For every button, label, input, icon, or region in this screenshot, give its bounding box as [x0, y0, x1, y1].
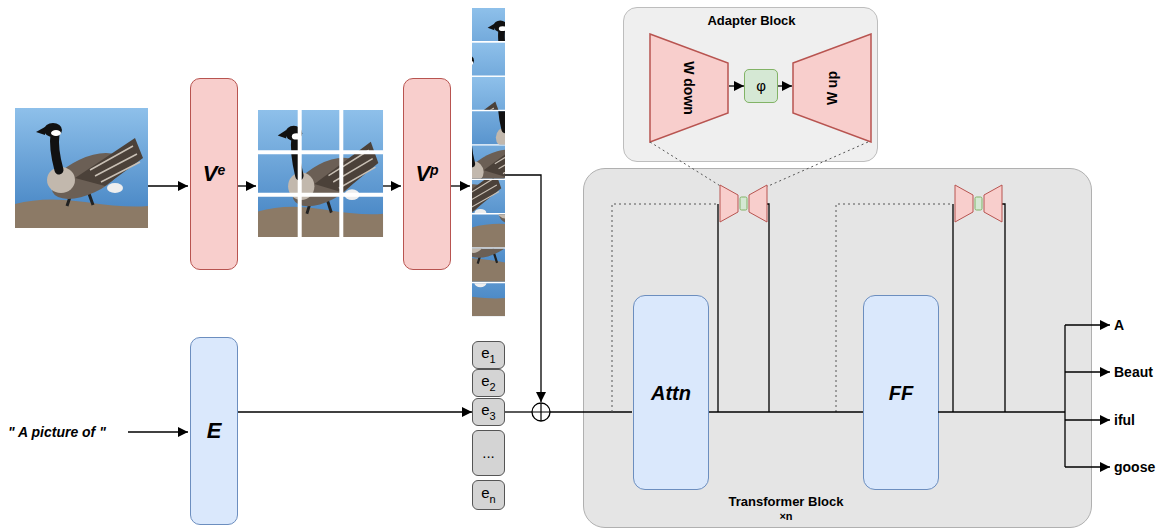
token-box: en	[472, 480, 505, 510]
node-label: W up	[825, 71, 839, 105]
connector-line	[709, 411, 863, 412]
arrow-connector	[238, 411, 472, 412]
token-box: e2	[472, 369, 505, 396]
flow-arrows	[128, 175, 1110, 467]
up-projection: W up	[792, 33, 872, 143]
block-title: Adapter Block	[624, 13, 879, 29]
subscript: 2	[490, 381, 496, 393]
node-label: Attn	[651, 382, 691, 404]
node-label: V	[203, 161, 218, 186]
node-label: FF	[889, 382, 913, 404]
input-prompt: " A picture of "	[8, 424, 106, 440]
feedforward-box: FF	[863, 295, 939, 490]
block-title: Transformer Block	[709, 494, 863, 510]
token-box: ...	[472, 430, 505, 476]
adapter-icon	[720, 185, 767, 222]
goose-photo	[15, 108, 148, 228]
node-label: e	[481, 484, 489, 501]
attention-box: Attn	[633, 295, 709, 490]
node-label: W down	[682, 61, 696, 115]
patch-grid	[258, 110, 383, 237]
projector-box: Vp	[403, 78, 451, 270]
arrow-connector	[729, 85, 744, 86]
arrow-connector	[778, 85, 792, 86]
adapter-panel: Adapter Block W down φ W up	[623, 7, 878, 162]
node-label: V	[415, 161, 430, 186]
encoder-box: Ve	[190, 78, 238, 270]
embedding-box: E	[190, 337, 238, 525]
adapter-icon	[955, 185, 1002, 222]
output-token: Beaut	[1114, 364, 1153, 380]
token-box: e1	[472, 341, 505, 368]
output-token: A	[1114, 317, 1124, 333]
subscript: n	[490, 493, 496, 505]
node-label: E	[207, 418, 222, 443]
node-label: ...	[482, 444, 495, 461]
repeat-count: ×n	[709, 510, 863, 524]
subscript: 3	[490, 410, 496, 422]
node-label: e	[481, 344, 489, 361]
output-token: iful	[1114, 412, 1135, 428]
superscript: e	[217, 162, 225, 178]
output-token: goose	[1114, 459, 1155, 475]
superscript: p	[430, 162, 439, 178]
node-label: φ	[756, 77, 766, 94]
transformer-block: Transformer Block×n Attn FF	[583, 168, 1092, 528]
activation-box: φ	[744, 69, 778, 103]
subscript: 1	[490, 353, 496, 365]
skip-lines	[612, 142, 953, 412]
node-label: e	[481, 401, 489, 418]
down-projection: W down	[649, 33, 729, 143]
token-box: e3	[472, 398, 505, 426]
node-label: e	[481, 372, 489, 389]
sum-symbol	[532, 403, 550, 421]
